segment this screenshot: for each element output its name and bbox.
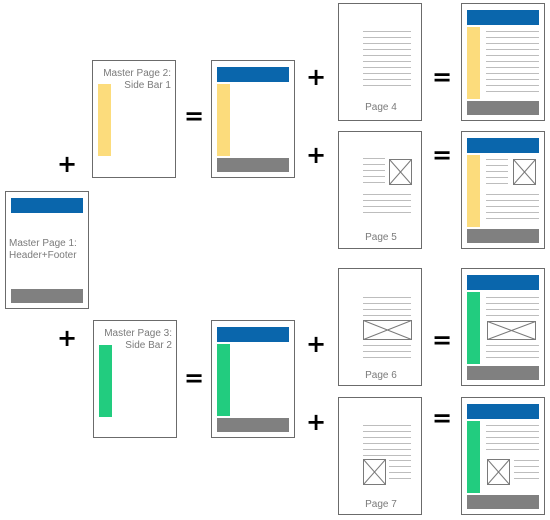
- text-lines-bottom: [486, 194, 539, 224]
- plus-operator: +: [306, 408, 327, 436]
- master-page-3-label: Master Page 3: Side Bar 2: [104, 328, 172, 352]
- label-line-1: Master Page 1:: [9, 238, 77, 249]
- equals-operator: =: [432, 141, 453, 169]
- plus-operator: +: [306, 141, 327, 169]
- sidebar-1: [217, 84, 230, 156]
- page-4: Page 4: [338, 3, 422, 121]
- sidebar-2: [467, 421, 480, 493]
- label-line-2: Header+Footer: [9, 250, 77, 261]
- text-lines: [486, 31, 539, 97]
- header-bar: [217, 327, 289, 342]
- sidebar-1: [467, 155, 480, 227]
- header-bar: [467, 10, 539, 25]
- page-5: Page 5: [338, 131, 422, 249]
- header-bar: [467, 275, 539, 290]
- footer-bar: [467, 229, 539, 243]
- text-lines-left: [486, 159, 508, 189]
- sidebar-2: [99, 345, 112, 417]
- equals-operator: =: [184, 364, 205, 392]
- text-lines-right: [514, 460, 539, 484]
- image-placeholder-icon: [487, 459, 510, 485]
- footer-bar: [217, 158, 289, 172]
- sidebar-1: [467, 27, 480, 99]
- text-lines-bottom: [363, 194, 411, 218]
- footer-bar: [467, 101, 539, 115]
- equals-operator: =: [432, 404, 453, 432]
- text-lines-bottom: [486, 345, 539, 363]
- text-lines-top: [486, 425, 539, 455]
- label-line-2: Side Bar 1: [124, 80, 171, 91]
- page-4-label: Page 4: [365, 102, 397, 113]
- plus-operator: +: [57, 150, 78, 178]
- label-line-1: Master Page 2:: [103, 68, 171, 79]
- sidebar-2: [467, 292, 480, 364]
- plus-operator: +: [306, 330, 327, 358]
- image-placeholder-icon: [389, 159, 412, 185]
- label-line-1: Master Page 3:: [104, 328, 172, 339]
- image-placeholder-icon: [363, 320, 412, 340]
- result-page-5: [461, 131, 545, 249]
- footer-bar: [11, 289, 83, 303]
- header-bar: [467, 404, 539, 419]
- header-bar: [217, 67, 289, 82]
- page-6-label: Page 6: [365, 370, 397, 381]
- master-page-2-label: Master Page 2: Side Bar 1: [103, 68, 171, 92]
- sidebar-1: [98, 84, 111, 156]
- text-lines-top: [363, 425, 411, 461]
- text-lines-top: [486, 297, 539, 321]
- equals-operator: =: [432, 326, 453, 354]
- equals-operator: =: [432, 63, 453, 91]
- footer-bar: [467, 495, 539, 509]
- text-lines: [363, 31, 411, 91]
- label-line-2: Side Bar 2: [125, 340, 172, 351]
- footer-bar: [467, 366, 539, 380]
- master-page-3: Master Page 3: Side Bar 2: [93, 320, 177, 438]
- master-page-2: Master Page 2: Side Bar 1: [92, 60, 176, 178]
- sidebar-2: [217, 344, 230, 416]
- page-6: Page 6: [338, 268, 422, 386]
- page-5-label: Page 5: [365, 232, 397, 243]
- master-page-1: Master Page 1: Header+Footer: [5, 191, 89, 309]
- image-placeholder-icon: [513, 159, 536, 185]
- result-page-7: [461, 397, 545, 515]
- master-page-1-label: Master Page 1: Header+Footer: [9, 238, 87, 262]
- combined-master-1-2: [211, 60, 295, 178]
- header-bar: [467, 138, 539, 153]
- result-page-4: [461, 3, 545, 121]
- text-lines-top: [363, 297, 411, 321]
- text-lines-right: [389, 460, 411, 484]
- plus-operator: +: [57, 324, 78, 352]
- footer-bar: [217, 418, 289, 432]
- page-7: Page 7: [338, 397, 422, 515]
- equals-operator: =: [184, 102, 205, 130]
- combined-master-1-3: [211, 320, 295, 438]
- text-lines-bottom: [363, 345, 411, 363]
- header-bar: [11, 198, 83, 213]
- page-7-label: Page 7: [365, 499, 397, 510]
- image-placeholder-icon: [363, 459, 386, 485]
- plus-operator: +: [306, 63, 327, 91]
- image-placeholder-icon: [487, 321, 536, 340]
- text-lines-left: [363, 158, 385, 188]
- result-page-6: [461, 268, 545, 386]
